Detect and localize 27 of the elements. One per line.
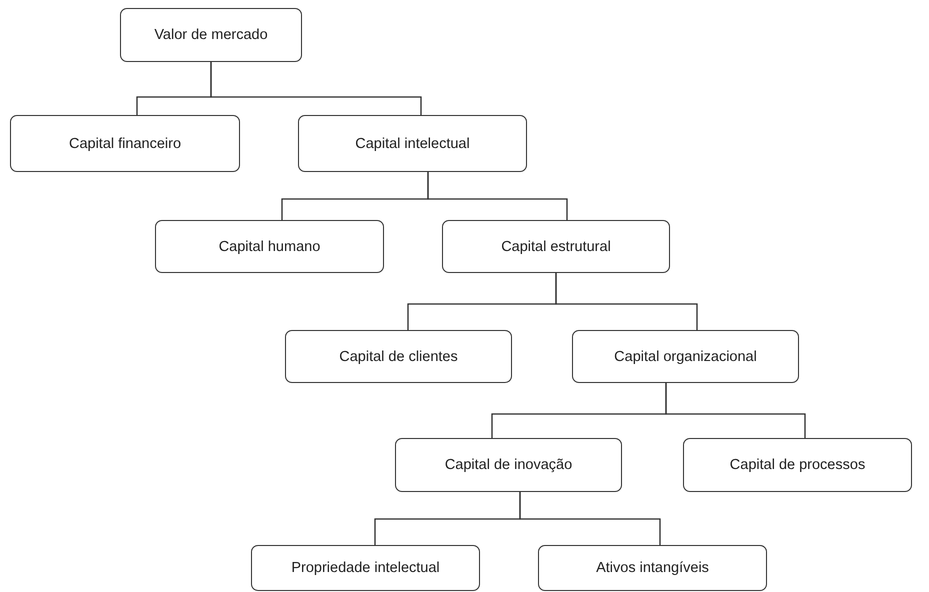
connector-line (427, 172, 568, 220)
connector-line (665, 383, 806, 438)
box-label: Capital estrutural (501, 238, 611, 254)
box-label: Capital de inovação (444, 457, 572, 473)
box-label: Valor de mercado (154, 27, 268, 43)
concept-box (251, 545, 480, 591)
concept-box (442, 220, 670, 273)
box-label: Propriedade intelectual (291, 560, 440, 576)
connector-line (555, 273, 698, 330)
box-label: Capital humano (218, 238, 320, 254)
concept-box (538, 545, 767, 591)
concept-box (395, 438, 622, 492)
concept-box (120, 8, 302, 62)
concept-box (155, 220, 384, 273)
concept-box (683, 438, 912, 492)
concept-box (298, 115, 527, 172)
concept-box (285, 330, 512, 383)
connector-line (519, 492, 661, 545)
box-label: Ativos intangíveis (596, 560, 709, 576)
box-label: Capital organizacional (614, 348, 757, 364)
box-label: Capital de processos (730, 457, 866, 473)
box-label: Capital financeiro (68, 136, 182, 152)
box-label: Capital intelectual (355, 136, 470, 152)
concept-box (572, 330, 799, 383)
connector-line (210, 62, 422, 115)
concept-box (10, 115, 240, 172)
box-label: Capital de clientes (339, 348, 458, 364)
